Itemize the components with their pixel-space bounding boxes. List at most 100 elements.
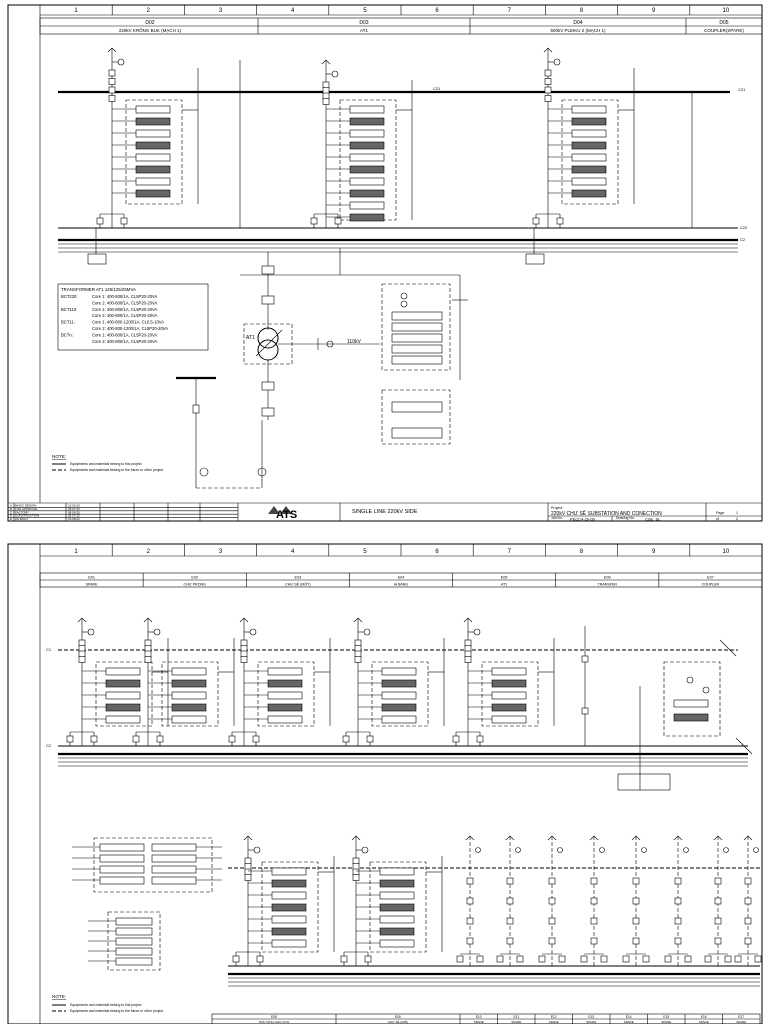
job-label: Job No. bbox=[551, 516, 563, 520]
column-number: 4 bbox=[291, 549, 295, 555]
transformer-spec-title: TRANSFORMER AT1 125/125/25MVA bbox=[61, 287, 136, 292]
feeder-bay bbox=[132, 617, 235, 746]
bottom-bay-code: E12 bbox=[551, 1015, 557, 1019]
column-number: 9 bbox=[652, 549, 656, 555]
column-number: 8 bbox=[580, 8, 584, 14]
rev-code: E bbox=[10, 517, 12, 521]
spec-key: BCT11: bbox=[61, 320, 75, 325]
bay-code: E01 bbox=[88, 576, 95, 580]
bottom-bay-name: TRÀ TÁNG-CHƯ PƯH bbox=[259, 1020, 290, 1024]
bottom-bay-code: E16 bbox=[701, 1015, 707, 1019]
feeder-bay bbox=[228, 617, 331, 746]
rev-date: 02.07.22 bbox=[68, 514, 80, 518]
drawing-number: CSE_SL bbox=[645, 517, 661, 522]
bay-d02: D02 220kV KRÔNG BUK (MẠCH 1) bbox=[119, 20, 182, 33]
bottom-bay-name: SPARE bbox=[661, 1020, 671, 1024]
bottom-bay-name: SPARE bbox=[736, 1020, 746, 1024]
note-line: Equipments and materials belong to this … bbox=[70, 462, 141, 466]
rev-date: 08.09.20 bbox=[68, 510, 80, 514]
bay-name: 220kV KRÔNG BUK (MẠCH 1) bbox=[119, 27, 182, 33]
column-number: 1 bbox=[74, 8, 78, 14]
column-number: 7 bbox=[508, 549, 512, 555]
page1-note: NOTE: Equipments and materials belong to… bbox=[52, 454, 163, 472]
column-number: 1 bbox=[74, 549, 78, 555]
bottom-bay-code: E09 bbox=[395, 1015, 401, 1019]
bus-label-c2: C2 bbox=[740, 237, 746, 242]
column-number: 6 bbox=[435, 8, 439, 14]
spare-bay bbox=[456, 835, 484, 966]
column-number: 8 bbox=[580, 549, 584, 555]
bay-code: E07 bbox=[707, 576, 714, 580]
page2-lower-bays bbox=[232, 835, 762, 966]
bay-code: D03 bbox=[359, 20, 368, 26]
spec-key: BCT110: bbox=[61, 307, 77, 312]
feeder-bay bbox=[532, 47, 635, 228]
spare-bay bbox=[664, 835, 692, 966]
transformer-spec-box: TRANSFORMER AT1 125/125/25MVA BCT220: Cor… bbox=[57, 283, 209, 351]
page-number: 1 bbox=[736, 511, 738, 515]
column-number: 2 bbox=[147, 549, 151, 555]
bottom-bay-code: E10 bbox=[476, 1015, 482, 1019]
spec-key: BCT220: bbox=[61, 294, 78, 299]
spec-value: Core 1: 400-800/1A, CL5P20-20VA bbox=[92, 332, 158, 337]
rev-date: 15.06.20 bbox=[68, 504, 80, 508]
bottom-bay-code: E11 bbox=[514, 1015, 520, 1019]
rev-date: 28.07.20 bbox=[68, 507, 80, 511]
spec-value: Core 1: 400-800/1A, CL5P20-20VA bbox=[92, 294, 158, 299]
bay-code: E05 bbox=[501, 576, 508, 580]
spec-value: Core 2: 400-800/1A, CL5P20-20VA bbox=[92, 300, 158, 305]
bay-name: COUPLER(SPARE) bbox=[704, 28, 744, 33]
transformer-winding-lv bbox=[257, 339, 279, 361]
column-number: 3 bbox=[219, 549, 223, 555]
spare-bay bbox=[734, 835, 762, 966]
of-label: of bbox=[716, 517, 719, 521]
drawing-label: Drawing No. bbox=[616, 516, 635, 520]
column-number: 4 bbox=[291, 8, 295, 14]
feeder-bay bbox=[342, 617, 445, 746]
rev-desc: FOR APPROVAL bbox=[15, 507, 38, 511]
bay-code: D05 bbox=[719, 20, 728, 26]
transformer-label: AT1 bbox=[246, 335, 255, 341]
bottom-bay-code: E14 bbox=[626, 1015, 632, 1019]
sheet-title: SINGLE LINE 220kV SIDE bbox=[352, 509, 418, 515]
column-number: 5 bbox=[363, 8, 367, 14]
rev-code: D bbox=[10, 514, 13, 518]
bay-name: IA BANG bbox=[394, 583, 409, 587]
feeder-bay bbox=[66, 617, 169, 746]
note-line: Equipments and materials belong to this … bbox=[70, 1003, 141, 1007]
page2-feeder-bays bbox=[66, 617, 753, 791]
rev-desc: BASIC DESIGN bbox=[15, 504, 36, 508]
note-title: NOTE: bbox=[52, 994, 66, 999]
rev-code: B bbox=[10, 507, 12, 511]
page-total: 2 bbox=[736, 517, 738, 521]
bay-name: TRANSFER bbox=[598, 583, 618, 587]
bay-code: E06 bbox=[604, 576, 611, 580]
project-label: Project: bbox=[551, 506, 563, 510]
spare-bay bbox=[704, 835, 732, 966]
spec-value: Core 2: 400-800-1200/1A, CL5P20-20VA bbox=[92, 326, 168, 331]
spec-value: Core 1: 400-800/1A, CL5P20-20VA bbox=[92, 307, 158, 312]
bottom-bay-name: CHƯ SÊ (MỚI) bbox=[388, 1019, 408, 1024]
column-number: 9 bbox=[652, 8, 656, 14]
bottom-bay-name: SPARE bbox=[699, 1020, 709, 1024]
bus-label-c21: C21 bbox=[433, 86, 441, 91]
bottom-bay-name: SPARE bbox=[586, 1020, 596, 1024]
rev-date: 15.08.22 bbox=[68, 517, 80, 521]
transformer-winding-hv bbox=[257, 327, 279, 349]
bus-label-c22: C22 bbox=[740, 225, 748, 230]
spec-value: Core 2: 400-800/1A, CL5P20-20VA bbox=[92, 313, 158, 318]
bus-label-c1: C1 bbox=[46, 647, 52, 652]
spec-key: BCTn: bbox=[61, 332, 73, 337]
column-number: 10 bbox=[723, 549, 730, 555]
bay-name: AT1 bbox=[501, 583, 507, 587]
spare-bay bbox=[496, 835, 524, 966]
spare-bay bbox=[622, 835, 650, 966]
bus-label-c21-right: C21 bbox=[738, 87, 746, 92]
spec-value: Core 2: 400-800/1A, CL5P20-20VA bbox=[92, 339, 158, 344]
bottom-bay-code: E15 bbox=[663, 1015, 669, 1019]
bottom-bay-name: SPARE bbox=[511, 1020, 521, 1024]
